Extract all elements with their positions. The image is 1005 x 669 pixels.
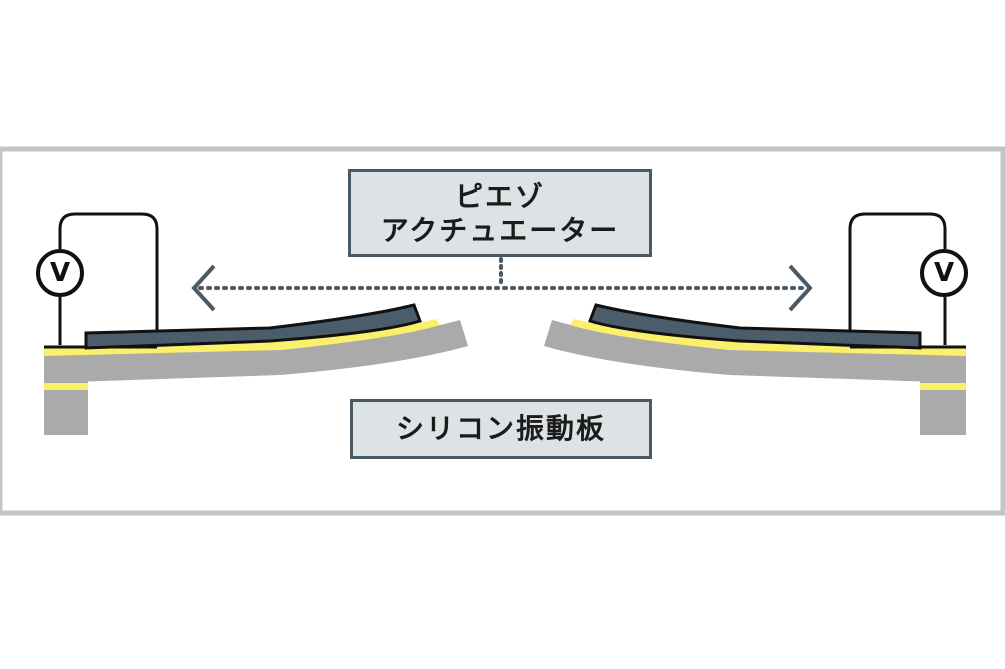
left-support-electrode [44, 383, 88, 390]
right-support-electrode [920, 383, 966, 390]
right-circuit-wire [848, 212, 947, 333]
left-voltmeter-icon: V [36, 249, 84, 297]
left-circuit-wire [58, 212, 159, 333]
left-silicon-plate [44, 320, 468, 383]
left-actuator [84, 303, 422, 350]
piezo-label-line2: アクチュエーター [380, 214, 620, 247]
right-actuator [588, 303, 922, 350]
right-silicon-plate [544, 320, 966, 383]
piezo-label-line1: ピエゾ [454, 180, 545, 213]
arrow-head-right [788, 264, 813, 312]
right-voltmeter-icon: V [920, 249, 968, 297]
silicon-diaphragm-label: シリコン振動板 [350, 399, 652, 459]
arrow-head-left [191, 264, 216, 312]
piezo-actuator-label: ピエゾ アクチュエーター [348, 169, 652, 257]
